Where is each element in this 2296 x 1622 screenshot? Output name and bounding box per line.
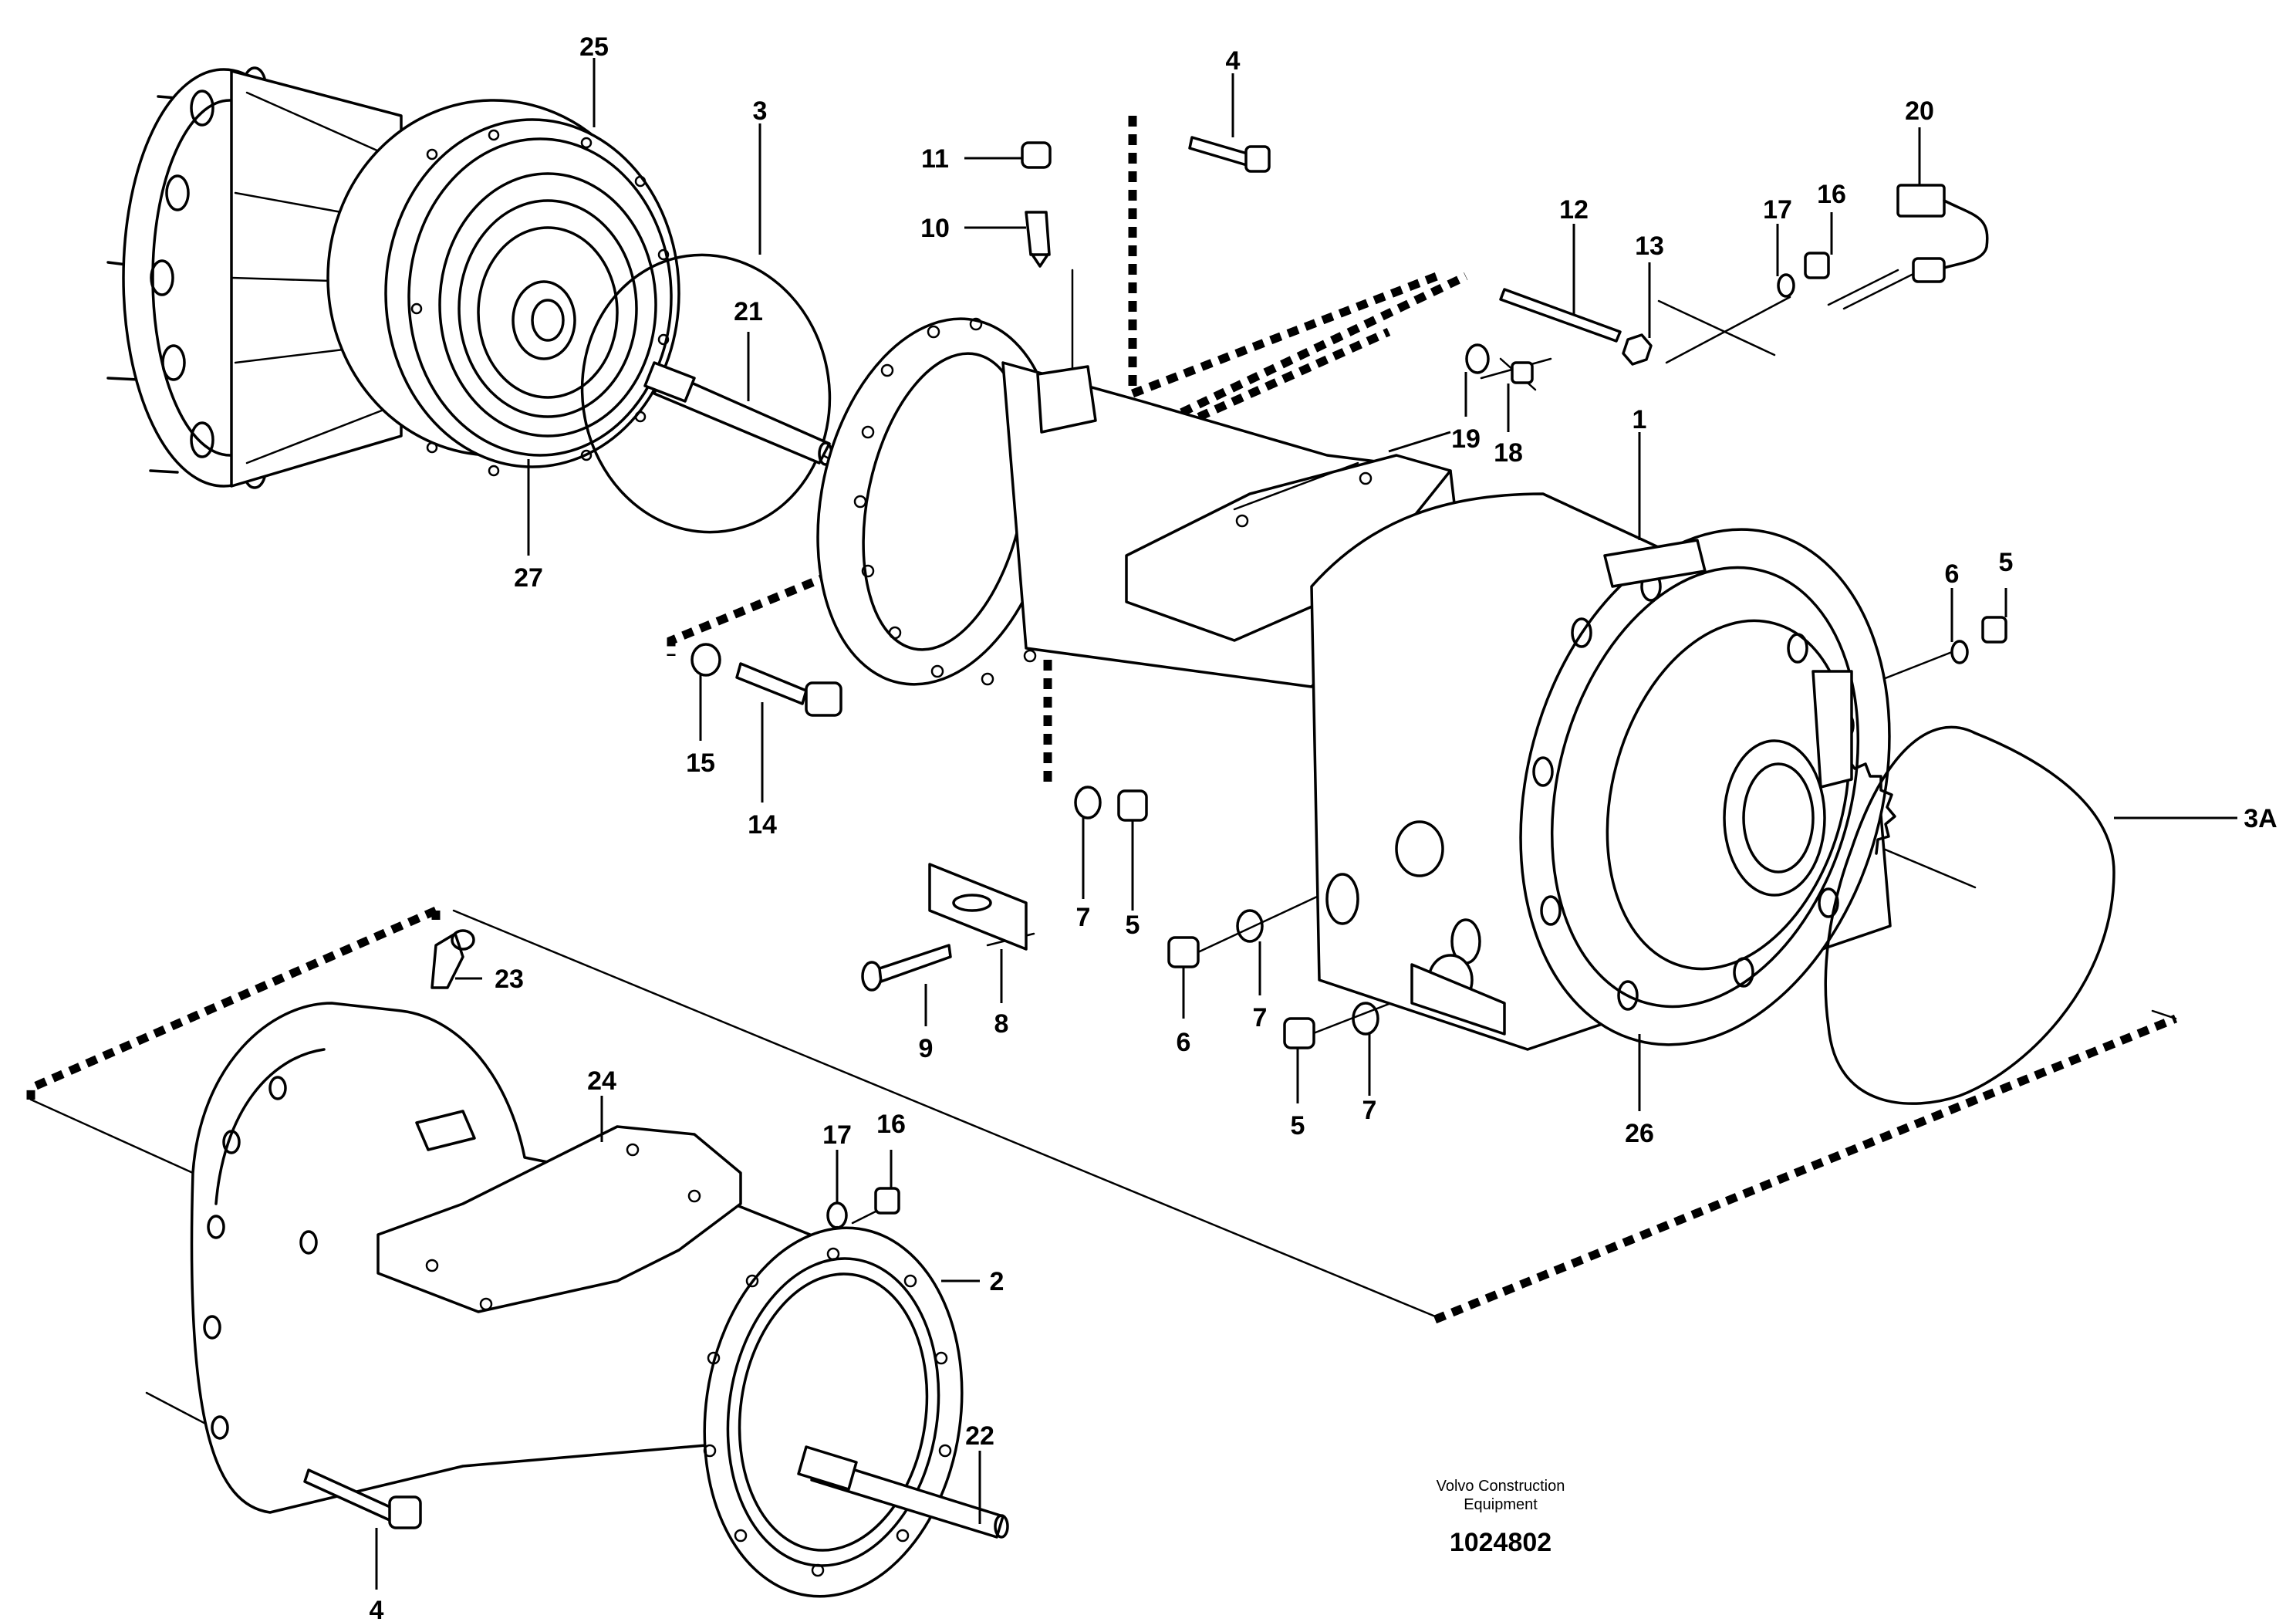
callout-22: 22 bbox=[965, 1421, 994, 1451]
callout-1: 1 bbox=[1633, 405, 1647, 434]
callout-20: 20 bbox=[1905, 96, 1934, 126]
company-name-line2: Equipment bbox=[1464, 1496, 1538, 1513]
callout-12: 12 bbox=[1559, 195, 1589, 225]
callout-4-lower: 4 bbox=[370, 1596, 384, 1622]
callout-6-right: 6 bbox=[1945, 559, 1960, 589]
callout-16-lower: 16 bbox=[876, 1110, 906, 1139]
callout-27: 27 bbox=[514, 563, 543, 593]
o-ring-3 bbox=[580, 253, 832, 534]
callout-3A: 3A bbox=[2244, 804, 2277, 833]
callout-4-upper: 4 bbox=[1226, 46, 1241, 76]
callout-11: 11 bbox=[921, 144, 949, 174]
callout-2: 2 bbox=[990, 1267, 1004, 1296]
callout-10: 10 bbox=[920, 214, 950, 243]
assembly-dash-lines bbox=[26, 116, 2178, 1324]
drive-shaft-21 bbox=[643, 361, 833, 466]
callout-6-lower: 6 bbox=[1177, 1028, 1191, 1057]
callout-17-upper: 17 bbox=[1763, 195, 1792, 225]
callout-25: 25 bbox=[579, 32, 609, 62]
callout-21: 21 bbox=[734, 297, 763, 326]
callout-3: 3 bbox=[753, 96, 768, 126]
callout-17-lower: 17 bbox=[822, 1120, 852, 1150]
drive-shaft-22 bbox=[797, 1445, 1009, 1539]
callout-16-upper: 16 bbox=[1817, 180, 1846, 209]
callout-13: 13 bbox=[1635, 231, 1664, 261]
company-name-line1: Volvo Construction bbox=[1437, 1478, 1565, 1495]
callout-labels: 25 3 4 11 10 20 12 17 16 13 21 19 18 1 2… bbox=[370, 32, 2277, 1622]
leader-lines bbox=[375, 58, 2237, 1590]
bolt-4-lower bbox=[303, 1468, 422, 1529]
callout-7-mid: 7 bbox=[1076, 903, 1091, 932]
callout-5-right: 5 bbox=[1999, 548, 2014, 577]
callout-24: 24 bbox=[587, 1066, 616, 1096]
callout-9: 9 bbox=[919, 1034, 934, 1063]
axle-housing-1 bbox=[816, 317, 1896, 1051]
callout-14: 14 bbox=[748, 810, 777, 840]
callout-7-lower-right: 7 bbox=[1362, 1096, 1377, 1125]
wheel-hub-assembly bbox=[106, 66, 680, 489]
axle-housing-24 bbox=[190, 1002, 850, 1514]
drawing-footer: Volvo Construction Equipment 1024802 bbox=[1437, 1478, 1565, 1557]
callout-8: 8 bbox=[994, 1009, 1009, 1039]
callout-5-mid: 5 bbox=[1126, 911, 1140, 940]
callout-26: 26 bbox=[1625, 1119, 1654, 1148]
callout-19: 19 bbox=[1451, 424, 1481, 454]
callout-23: 23 bbox=[495, 965, 524, 994]
callout-5-lower: 5 bbox=[1291, 1111, 1305, 1140]
callout-15: 15 bbox=[686, 748, 715, 778]
o-ring-3A bbox=[1824, 725, 2115, 1105]
small-parts bbox=[430, 136, 2007, 1229]
drawing-number: 1024802 bbox=[1450, 1528, 1551, 1557]
callout-7-lower: 7 bbox=[1253, 1003, 1268, 1032]
callout-18: 18 bbox=[1494, 438, 1523, 468]
